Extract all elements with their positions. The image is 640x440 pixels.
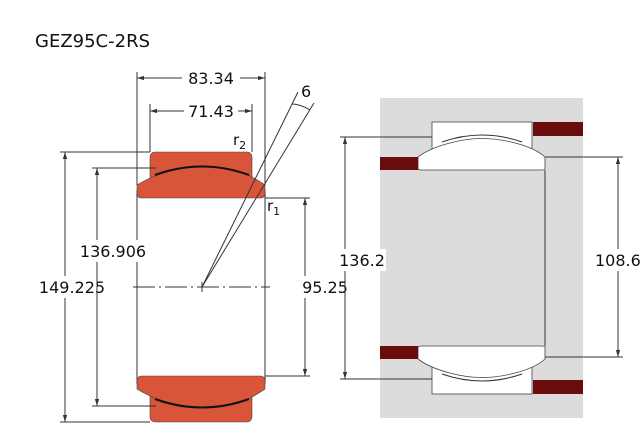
label-bg xyxy=(336,249,386,271)
shaft-shoulder-top xyxy=(380,157,418,170)
label-bg xyxy=(78,240,148,262)
tilt-angle-label: 6 xyxy=(301,82,311,101)
r2-label: r2 xyxy=(233,131,246,152)
outer-width-label: 83.34 xyxy=(188,69,234,88)
shaft-shoulder-label: 108.6 xyxy=(595,251,640,270)
label-bg xyxy=(298,276,352,298)
bore-diameter-label: 95.25 xyxy=(302,278,348,297)
sphere-diameter-label: 136.906 xyxy=(80,242,146,261)
seal-top xyxy=(441,134,523,143)
inner-ring-bottom-outline xyxy=(417,345,546,378)
shaft-shoulder-bottom xyxy=(380,346,418,359)
section-view: 83.34 71.43 6 r2 r1 149.225 136.906 95.2… xyxy=(37,68,352,423)
inner-ring-top xyxy=(136,166,266,199)
r1-label: r1 xyxy=(267,197,280,218)
tilt-line-1 xyxy=(201,91,299,288)
housing-shoulder-label: 136.2 xyxy=(339,251,385,270)
housing-shoulder-bottom xyxy=(533,380,583,394)
label-bg xyxy=(184,101,238,119)
sliding-surface-bottom xyxy=(154,398,250,409)
tilt-arc xyxy=(291,103,311,111)
sliding-surface-top xyxy=(154,165,250,176)
label-bg xyxy=(37,276,107,298)
outer-diameter-label: 149.225 xyxy=(39,278,105,297)
inner-ring-bottom xyxy=(136,375,266,408)
mounting-view: 136.2 108.6 xyxy=(336,98,640,418)
label-bg xyxy=(594,249,640,271)
inner-width-label: 71.43 xyxy=(188,102,234,121)
label-bg xyxy=(182,68,240,86)
inner-ring-top-outline xyxy=(417,138,546,171)
seal-bottom xyxy=(441,373,523,382)
part-title: GEZ95C-2RS xyxy=(35,31,151,52)
tilt-line-2 xyxy=(201,102,315,288)
housing-shoulder-top xyxy=(533,122,583,136)
